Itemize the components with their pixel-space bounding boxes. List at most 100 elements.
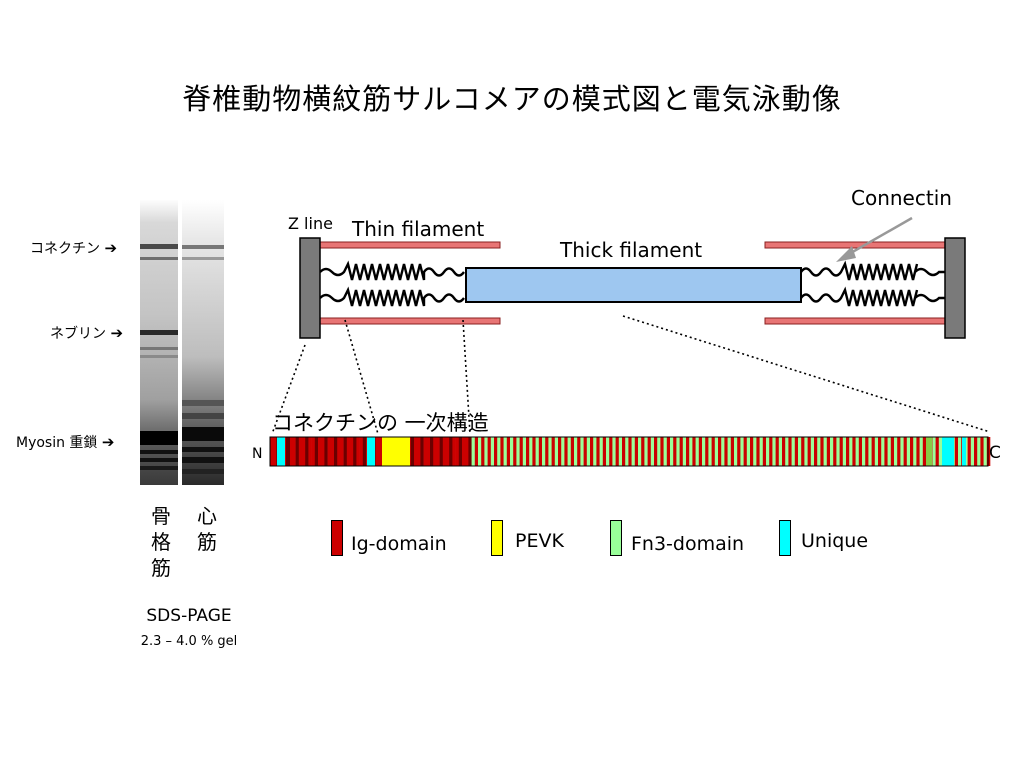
ig-domain-segment xyxy=(679,437,684,466)
gel-band-nebulin xyxy=(140,330,178,335)
ig-domain-segment xyxy=(846,437,850,466)
ig-domain-segment xyxy=(922,437,927,466)
fn3-domain-segment xyxy=(785,437,789,466)
fn3-domain-segment xyxy=(650,437,655,466)
pevk-segment xyxy=(382,437,410,466)
ig-domain-segment xyxy=(462,437,466,466)
ig-domain-segment xyxy=(660,437,664,466)
ig-domain-segment xyxy=(430,437,434,466)
gel-band-connectin xyxy=(140,244,178,249)
ig-domain-segment xyxy=(705,437,709,466)
fn3-domain-segment xyxy=(778,437,783,466)
ig-domain-segment xyxy=(439,437,444,466)
gel-label-connectin: コネクチン ➔ xyxy=(30,238,117,258)
legend-swatch-fn3 xyxy=(610,520,622,556)
z-disc-right xyxy=(944,237,966,339)
ig-domain-segment xyxy=(916,437,920,466)
fn3-domain-segment xyxy=(670,437,674,466)
ig-domain-segment xyxy=(449,437,453,466)
ig-domain-segment xyxy=(465,437,469,466)
fn3-domain-segment xyxy=(887,437,892,466)
ig-domain-segment xyxy=(318,437,322,466)
method-label: SDS-PAGE xyxy=(146,606,232,626)
ig-domain-segment xyxy=(756,437,760,466)
fn3-domain-segment xyxy=(714,437,719,466)
legend-label-ig: Ig-domain xyxy=(351,533,447,555)
ig-domain-segment xyxy=(807,437,812,466)
fn3-domain-segment xyxy=(516,437,520,466)
ig-domain-segment xyxy=(346,437,351,466)
fn3-domain-segment xyxy=(849,437,853,466)
fn3-domain-segment xyxy=(548,437,552,466)
fn3-domain-segment xyxy=(734,437,738,466)
unique-segment xyxy=(942,437,954,466)
ig-domain-segment xyxy=(481,437,485,466)
ig-domain-segment xyxy=(551,437,556,466)
fn3-domain-segment xyxy=(926,437,932,466)
fn3-domain-segment xyxy=(676,437,680,466)
ig-domain-segment xyxy=(775,437,780,466)
ig-domain-segment xyxy=(878,437,882,466)
fn3-domain-segment xyxy=(708,437,712,466)
ig-domain-segment xyxy=(494,437,498,466)
unique-segment xyxy=(277,437,285,466)
ig-domain-segment xyxy=(622,437,626,466)
arrow-right-icon: ➔ xyxy=(110,324,124,342)
thick-filament xyxy=(465,267,802,303)
fn3-domain-segment xyxy=(484,437,488,466)
ig-domain-segment xyxy=(270,437,274,466)
ig-domain-segment xyxy=(974,437,978,466)
ig-domain-segment xyxy=(305,437,309,466)
ig-domain-segment xyxy=(414,437,418,466)
fn3-domain-segment xyxy=(497,437,501,466)
ig-domain-segment xyxy=(602,437,607,466)
ig-domain-segment xyxy=(615,437,620,466)
ig-domain-segment xyxy=(826,437,831,466)
ig-domain-segment xyxy=(506,437,511,466)
ig-domain-segment xyxy=(634,437,639,466)
fn3-domain-segment xyxy=(804,437,808,466)
ig-domain-segment xyxy=(314,437,319,466)
ig-domain-segment xyxy=(814,437,818,466)
fn3-domain-segment xyxy=(798,437,802,466)
fn3-domain-segment xyxy=(810,437,815,466)
fn3-domain-segment xyxy=(836,437,840,466)
lane-label-cardiac: 心筋 xyxy=(197,504,217,554)
ig-domain-segment xyxy=(455,437,460,466)
fn3-domain-segment xyxy=(919,437,924,466)
ig-domain-segment xyxy=(596,437,600,466)
ig-domain-segment xyxy=(910,437,914,466)
ig-domain-segment xyxy=(417,437,421,466)
ig-domain-segment xyxy=(545,437,549,466)
ig-domain-segment xyxy=(954,437,959,466)
ig-domain-segment xyxy=(292,437,296,466)
fn3-domain-segment xyxy=(522,437,527,466)
ig-domain-segment xyxy=(487,437,492,466)
ig-domain-segment xyxy=(743,437,748,466)
ig-domain-segment xyxy=(468,437,472,466)
ig-domain-segment xyxy=(666,437,671,466)
fn3-domain-segment xyxy=(663,437,668,466)
ig-domain-segment xyxy=(737,437,741,466)
ig-domain-segment xyxy=(794,437,799,466)
legend-label-pevk: PEVK xyxy=(515,530,564,552)
ig-domain-segment xyxy=(647,437,652,466)
ig-domain-segment xyxy=(446,437,450,466)
ig-domain-segment xyxy=(356,437,360,466)
fn3-domain-segment xyxy=(561,437,565,466)
thin-filament xyxy=(764,241,946,249)
arrowhead-icon xyxy=(836,246,856,262)
ig-domain-segment xyxy=(564,437,568,466)
ig-domain-segment xyxy=(353,437,357,466)
band-label-nebulin: ネブリン xyxy=(50,326,106,342)
c-terminus-label: C xyxy=(989,443,1001,463)
ig-domain-segment xyxy=(298,437,303,466)
ig-domain-segment xyxy=(782,437,786,466)
ig-domain-segment xyxy=(801,437,805,466)
ig-domain-segment xyxy=(442,437,447,466)
fn3-domain-segment xyxy=(727,437,732,466)
ig-domain-segment xyxy=(513,437,517,466)
legend-swatch-ig xyxy=(331,520,343,556)
unique-segment xyxy=(962,437,966,466)
arrow-right-icon: ➔ xyxy=(101,433,115,451)
